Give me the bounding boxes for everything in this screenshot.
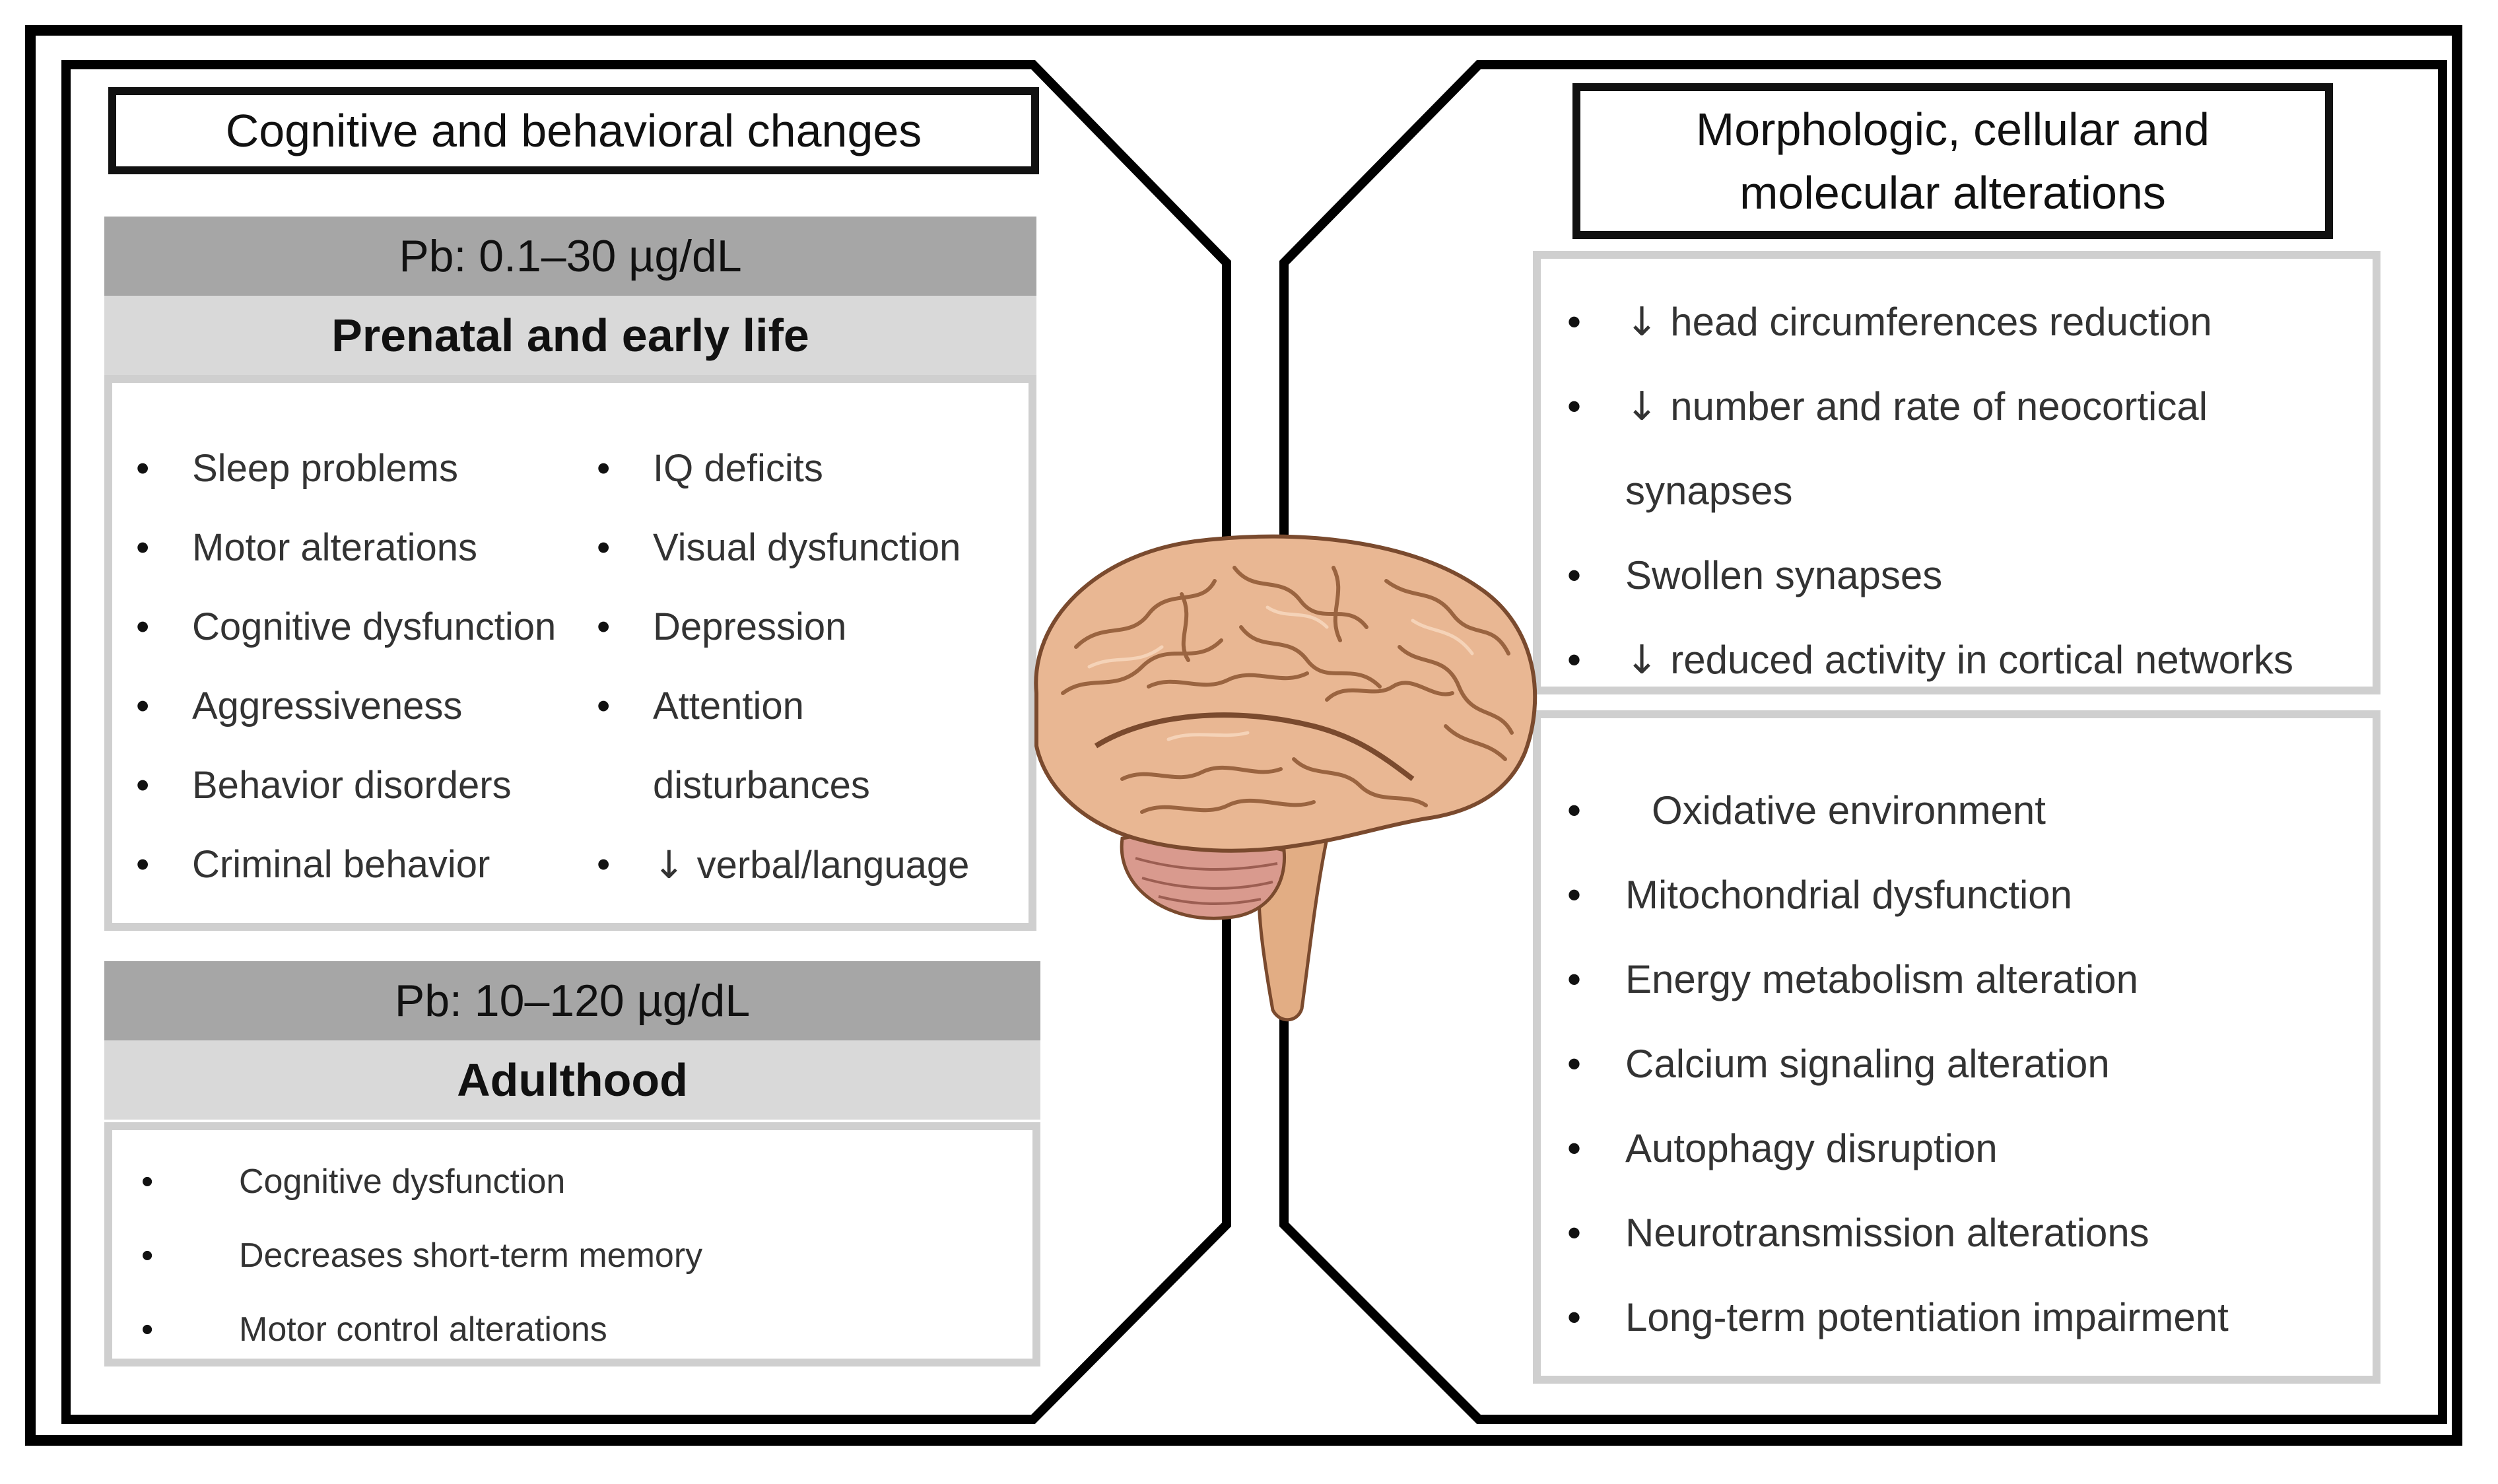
list-item: Visual dysfunction — [597, 508, 969, 588]
list-item: Criminal behavior — [136, 825, 556, 904]
list-item: Long-term potentiation impairment — [1567, 1275, 2229, 1360]
right-panel-outline — [1279, 60, 2447, 1424]
list-item: disturbances — [653, 764, 870, 807]
list-item: Decreases short-term memory — [141, 1219, 702, 1293]
list-item: ↓number and rate of neocortical — [1567, 364, 2293, 449]
prenatal-effects-col1: Sleep problems Motor alterations Cogniti… — [136, 429, 556, 904]
adult-effects-list: Cognitive dysfunction Decreases short-te… — [141, 1145, 702, 1366]
list-item: Sleep problems — [136, 429, 556, 508]
list-item-text: number and rate of neocortical — [1670, 384, 2208, 428]
list-item: Aggressiveness — [136, 667, 556, 746]
list-item: Neurotransmission alterations — [1567, 1191, 2229, 1275]
list-item: Behavior disorders — [136, 746, 556, 825]
list-item: Oxidative environment — [1567, 768, 2229, 853]
list-item: IQ deficits — [597, 429, 969, 508]
brain-illustration — [1034, 534, 1537, 1022]
adult-dose: Pb: 10–120 µg/dL — [394, 976, 751, 1026]
right-header: Morphologic, cellular and molecular alte… — [1572, 83, 2333, 239]
prenatal-effects-col2: IQ deficits Visual dysfunction Depressio… — [597, 429, 969, 904]
down-arrow-icon: ↓ — [1625, 384, 1659, 430]
cellular-effects-list: Oxidative environment Mitochondrial dysf… — [1567, 768, 2229, 1360]
right-header-line2: molecular alterations — [1739, 167, 2166, 219]
list-item: ↓ verbal/language — [597, 825, 969, 904]
prenatal-dose-band: Pb: 0.1–30 µg/dL — [104, 217, 1036, 296]
outer-frame — [25, 25, 2462, 1446]
left-panel-outline — [61, 60, 1231, 1424]
list-item-text: reduced activity in cortical networks — [1670, 638, 2293, 682]
prenatal-stage: Prenatal and early life — [331, 310, 809, 361]
down-arrow-icon: ↓ — [1625, 299, 1659, 345]
left-header: Cognitive and behavioral changes — [108, 87, 1039, 174]
down-arrow-icon: ↓ — [653, 842, 685, 887]
adult-effects-box: Cognitive dysfunction Decreases short-te… — [104, 1122, 1040, 1366]
list-item-text: verbal/language — [696, 844, 970, 887]
down-arrow-icon: ↓ — [1625, 637, 1659, 683]
prenatal-stage-band: Prenatal and early life — [104, 296, 1036, 375]
list-item: Motor control alterations — [141, 1293, 702, 1366]
cerebrum — [1034, 534, 1537, 853]
list-item: Mitochondrial dysfunction — [1567, 853, 2229, 937]
list-item-text: Oxidative environment — [1652, 788, 2046, 832]
list-item: synapses — [1625, 469, 1793, 513]
morphologic-effects-list: ↓head circumferences reduction ↓number a… — [1567, 280, 2293, 702]
list-item: ↓reduced activity in cortical networks — [1567, 618, 2293, 702]
list-item: Calcium signaling alteration — [1567, 1022, 2229, 1106]
list-item-text: head circumferences reduction — [1670, 300, 2212, 344]
list-item: Attention — [597, 667, 969, 746]
right-header-line1: Morphologic, cellular and — [1695, 104, 2210, 155]
list-item: Energy metabolism alteration — [1567, 937, 2229, 1022]
list-item: Autophagy disruption — [1567, 1106, 2229, 1191]
adult-dose-band: Pb: 10–120 µg/dL — [104, 961, 1040, 1040]
morphologic-effects-box: ↓head circumferences reduction ↓number a… — [1533, 251, 2380, 702]
cellular-effects-box: Oxidative environment Mitochondrial dysf… — [1533, 710, 2380, 1384]
list-item: Cognitive dysfunction — [141, 1145, 702, 1219]
list-item: Cognitive dysfunction — [136, 588, 556, 667]
list-item: Depression — [597, 588, 969, 667]
prenatal-effects-box: Sleep problems Motor alterations Cogniti… — [104, 375, 1036, 931]
list-item: ↓head circumferences reduction — [1567, 280, 2293, 364]
list-item: Motor alterations — [136, 508, 556, 588]
left-header-title: Cognitive and behavioral changes — [225, 105, 922, 156]
prenatal-dose: Pb: 0.1–30 µg/dL — [399, 231, 742, 281]
adult-stage-band: Adulthood — [104, 1040, 1040, 1120]
list-item: Swollen synapses — [1567, 533, 2293, 618]
adult-stage: Adulthood — [457, 1054, 688, 1106]
